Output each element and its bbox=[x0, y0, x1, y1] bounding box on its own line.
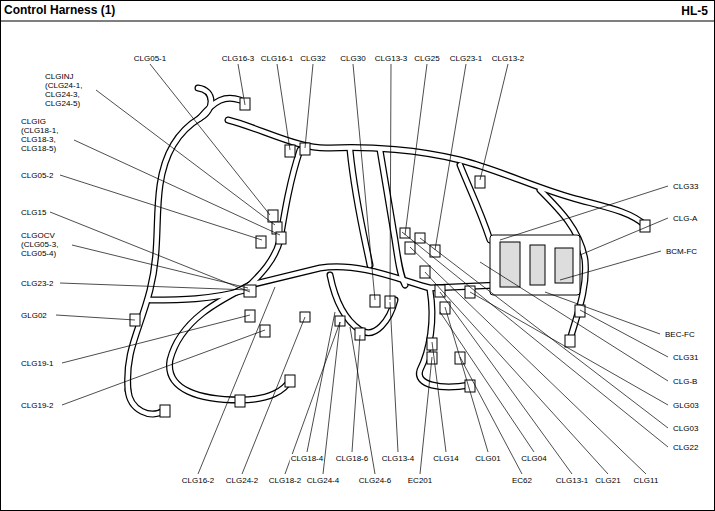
callout-label: EC201 bbox=[407, 476, 433, 485]
callout-label: CLG30 bbox=[339, 54, 366, 63]
title-rule bbox=[0, 20, 715, 21]
callout-label: CLG22 bbox=[672, 443, 699, 452]
callout-label: CLG05-2 bbox=[20, 171, 54, 180]
callout-label: CLGOCV (CLG05-3, CLG05-4) bbox=[20, 231, 72, 258]
callout-label: CLG21 bbox=[594, 476, 621, 485]
callout-label: CLG05-1 bbox=[133, 54, 167, 63]
callout-label: CLG25 bbox=[413, 54, 440, 63]
callout-label: CLG33 bbox=[672, 182, 699, 191]
callout-label: CLG16-2 bbox=[181, 476, 215, 485]
callout-label: CLG24-6 bbox=[358, 476, 392, 485]
callout-label: GLG03 bbox=[672, 401, 700, 410]
leader-lines bbox=[50, 64, 668, 474]
callout-label: CLG32 bbox=[299, 54, 326, 63]
callout-label: EC62 bbox=[511, 476, 533, 485]
callout-label: CLG11 bbox=[633, 476, 660, 485]
callout-label: CLG03 bbox=[672, 424, 699, 433]
callout-label: CLGIG (CLG18-1, CLG18-3, CLG18-5) bbox=[20, 117, 74, 153]
callout-label: CLG23-1 bbox=[449, 54, 483, 63]
callout-label: CLG14 bbox=[432, 454, 459, 463]
callout-label: CLG18-6 bbox=[335, 454, 369, 463]
callout-label: CLG13-1 bbox=[555, 476, 589, 485]
callout-label: GLG02 bbox=[20, 311, 48, 320]
page-title: Control Harness (1) bbox=[4, 3, 115, 17]
callout-label: CLG23-2 bbox=[20, 279, 54, 288]
callout-label: CLG16-3 bbox=[221, 54, 255, 63]
callout-label: CLG13-4 bbox=[381, 454, 415, 463]
callout-label: CLG13-2 bbox=[491, 54, 525, 63]
callout-label: CLG18-2 bbox=[268, 476, 302, 485]
callout-label: CLG19-1 bbox=[20, 359, 54, 368]
callout-label: BEC-FC bbox=[664, 330, 696, 339]
callout-label: CLG13-3 bbox=[374, 54, 408, 63]
callout-label: CLGINJ (CLG24-1, CLG24-3, CLG24-5) bbox=[44, 72, 96, 108]
callout-label: CLG-A bbox=[672, 214, 698, 223]
callout-label: CLG01 bbox=[474, 454, 501, 463]
callout-label: CLG19-2 bbox=[20, 401, 54, 410]
callout-label: CLG04 bbox=[520, 454, 547, 463]
callout-label: CLG31 bbox=[672, 353, 699, 362]
callout-label: CLG18-4 bbox=[290, 454, 324, 463]
callout-label: CLG16-1 bbox=[260, 54, 294, 63]
page-number: HL-5 bbox=[681, 4, 708, 18]
callout-label: CLG-B bbox=[672, 377, 698, 386]
wire-bundle bbox=[128, 88, 645, 414]
callout-label: CLG24-4 bbox=[306, 476, 340, 485]
callout-label: CLG15 bbox=[20, 208, 47, 217]
callout-label: CLG24-2 bbox=[225, 476, 259, 485]
callout-label: BCM-FC bbox=[665, 247, 698, 256]
